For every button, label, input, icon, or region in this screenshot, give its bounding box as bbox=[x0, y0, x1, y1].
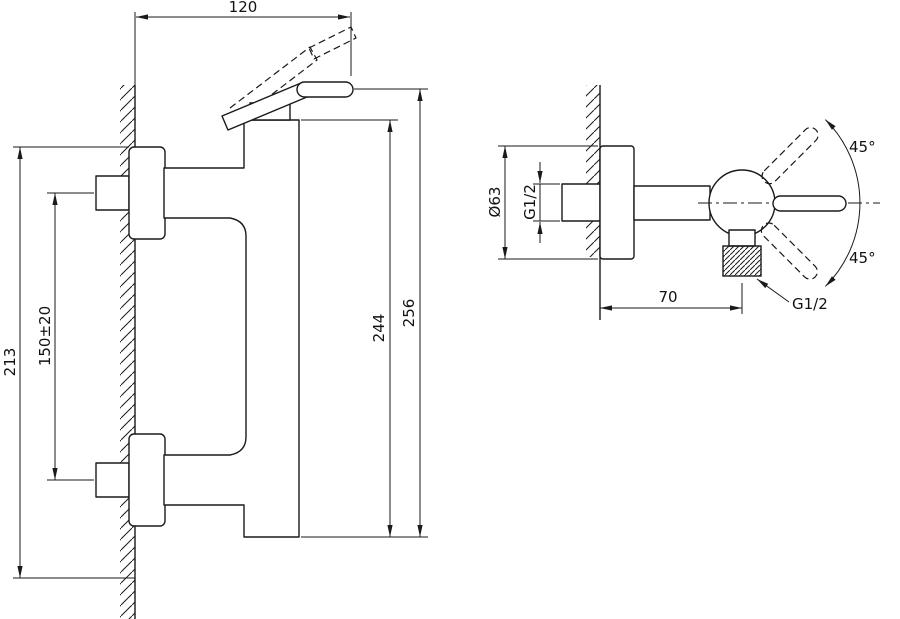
front-view: 120 150±20 213 244 256 bbox=[1, 0, 428, 619]
supply-stub-bottom bbox=[95, 462, 130, 498]
dim-swing-up-label: 45° bbox=[849, 138, 876, 156]
dim-body-height-label: 244 bbox=[370, 314, 388, 343]
outlet-neck bbox=[728, 229, 756, 247]
dim-inlet-thread-label: G1/2 bbox=[521, 184, 539, 220]
supply-stub-side bbox=[561, 183, 601, 222]
dim-port-spacing-label: 150±20 bbox=[36, 306, 54, 366]
handle-dashed-down-group bbox=[760, 222, 818, 280]
dim-outlet-thread-label: G1/2 bbox=[792, 295, 828, 313]
handle-grip-solid bbox=[296, 81, 354, 98]
dim-width-label: 120 bbox=[229, 0, 258, 16]
handle-grip-dashed-position bbox=[308, 26, 357, 60]
side-view: 45° 45° G1/2 Ø63 G1/2 70 bbox=[486, 85, 880, 320]
body-arm-side bbox=[633, 185, 711, 221]
mixer-body-outline bbox=[163, 119, 300, 538]
supply-stub-top bbox=[95, 175, 130, 211]
handle-dashed-up-group bbox=[761, 127, 819, 185]
escutcheon-bottom bbox=[128, 433, 166, 527]
handle-swing-arc bbox=[825, 119, 861, 287]
handle-lever-dashed-down bbox=[760, 222, 818, 280]
escutcheon-side bbox=[599, 145, 635, 260]
handle-lever-side-solid bbox=[772, 195, 847, 212]
wall-hatch-right bbox=[586, 85, 600, 257]
dim-overall-left-label: 213 bbox=[1, 348, 19, 377]
dim-wall-depth-label: 70 bbox=[658, 288, 677, 306]
dim-total-height-label: 256 bbox=[400, 299, 418, 328]
handle-lever-dashed-up bbox=[761, 127, 819, 185]
dim-swing-down-label: 45° bbox=[849, 249, 876, 267]
escutcheon-top bbox=[128, 146, 166, 240]
outlet-thread-leader bbox=[756, 278, 790, 303]
outlet-thread bbox=[722, 245, 762, 277]
dim-flange-diameter-label: Ø63 bbox=[486, 187, 504, 218]
